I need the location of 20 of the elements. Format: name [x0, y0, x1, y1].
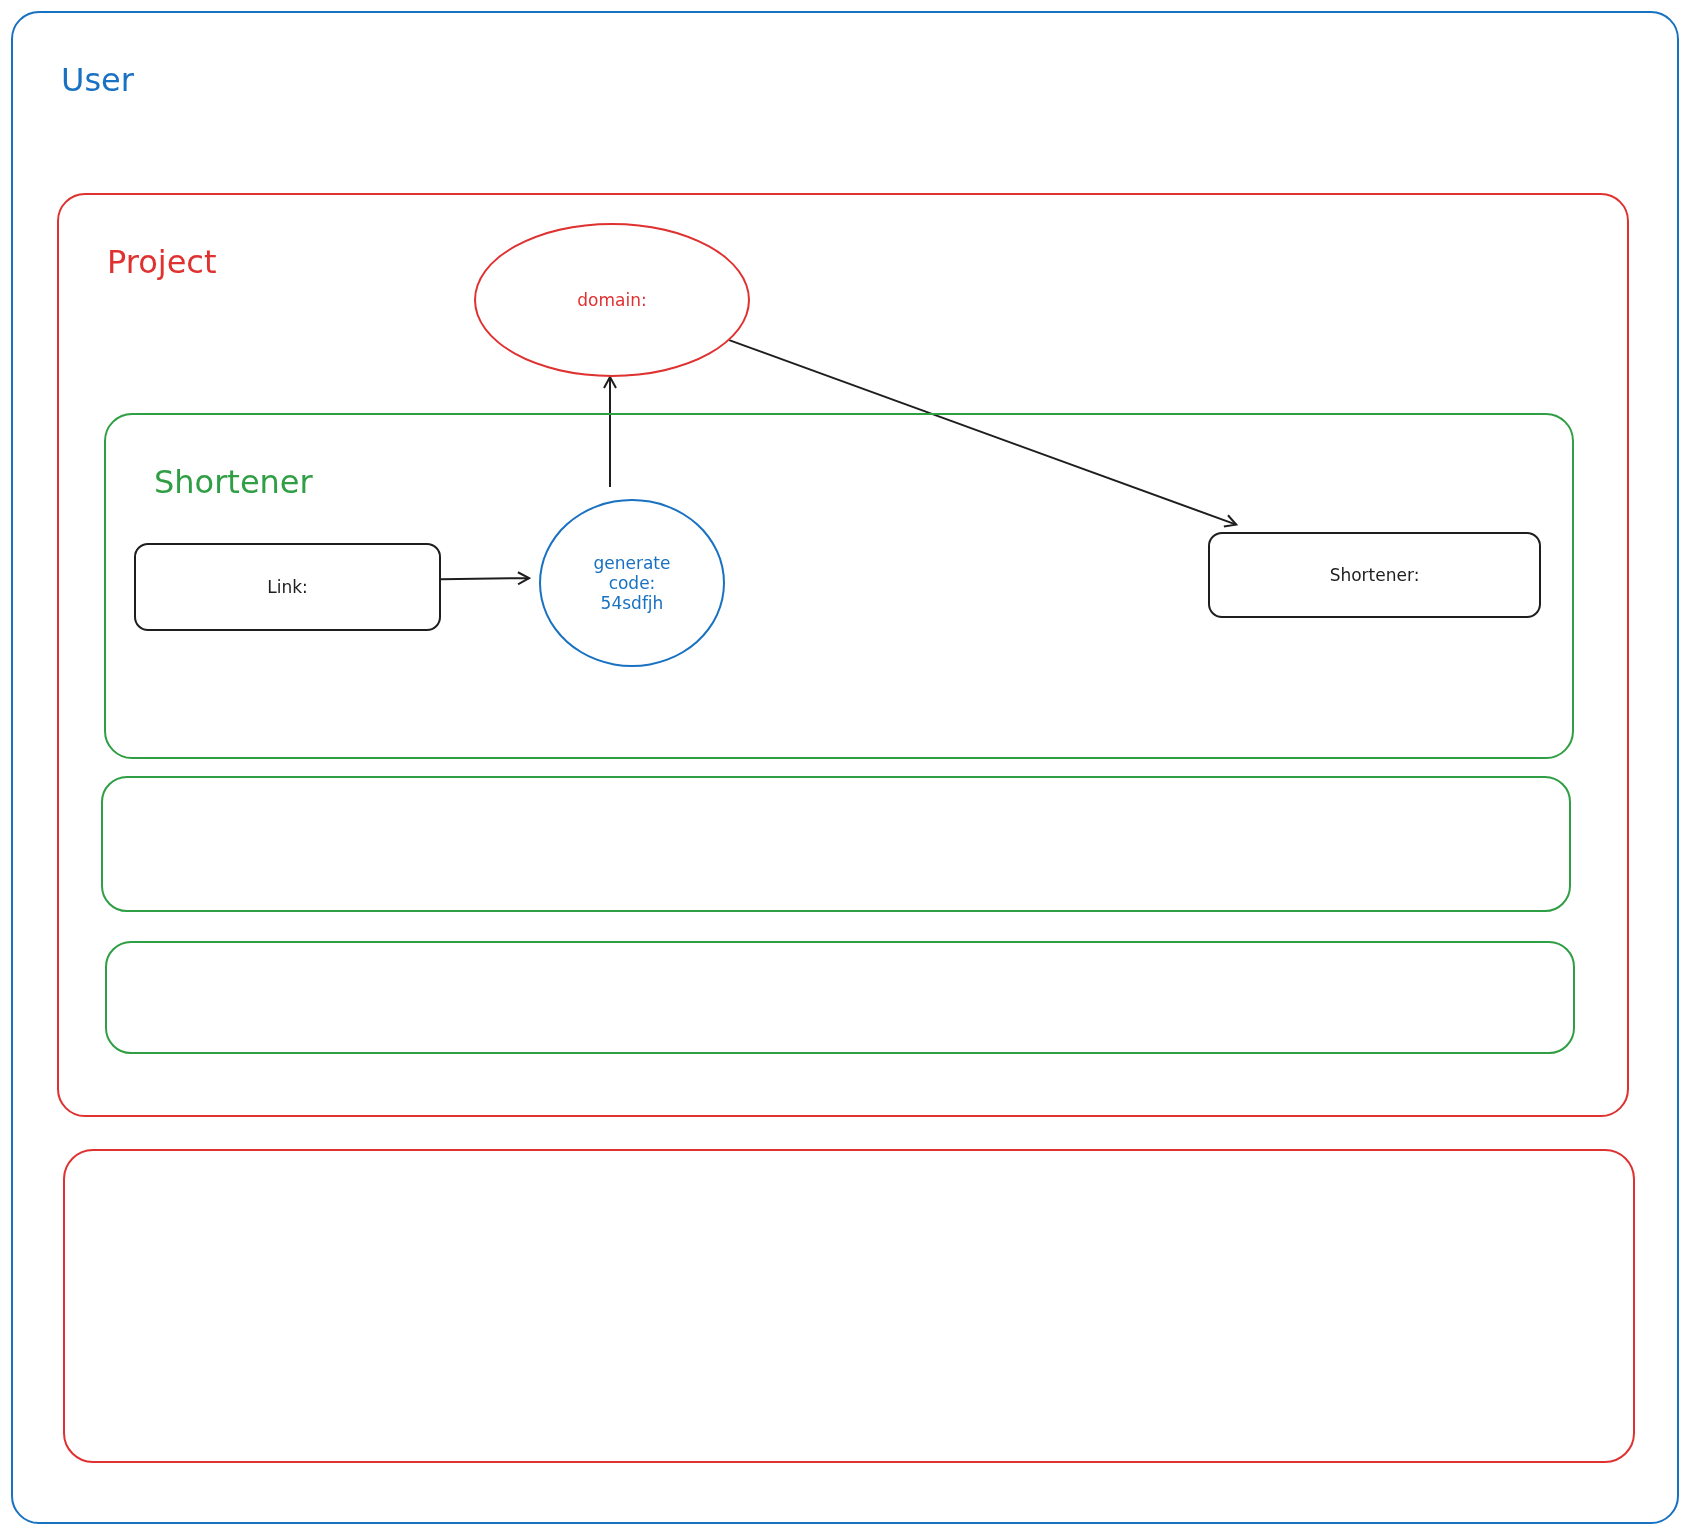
node-label: generate code: 54sdfjh: [592, 553, 672, 613]
node-label: Shortener:: [1329, 565, 1420, 585]
link-box: [134, 543, 441, 631]
arrow: [728, 339, 1238, 528]
node-label: Link:: [267, 577, 308, 597]
node-label: domain:: [577, 290, 647, 310]
empty-box: [105, 941, 1575, 1054]
empty-box: [101, 776, 1571, 912]
result-box: [1208, 532, 1541, 618]
project-container: [57, 193, 1629, 1117]
arrow: [440, 571, 530, 586]
container-title: Project: [107, 243, 217, 281]
empty-box: [63, 1149, 1635, 1463]
process-circle: [539, 499, 725, 667]
domain-ellipse: [474, 223, 750, 377]
container-title: User: [61, 61, 134, 99]
user-container: [11, 11, 1679, 1524]
container-title: Shortener: [154, 463, 313, 501]
shortener-container: [104, 413, 1574, 759]
arrow: [603, 376, 617, 488]
